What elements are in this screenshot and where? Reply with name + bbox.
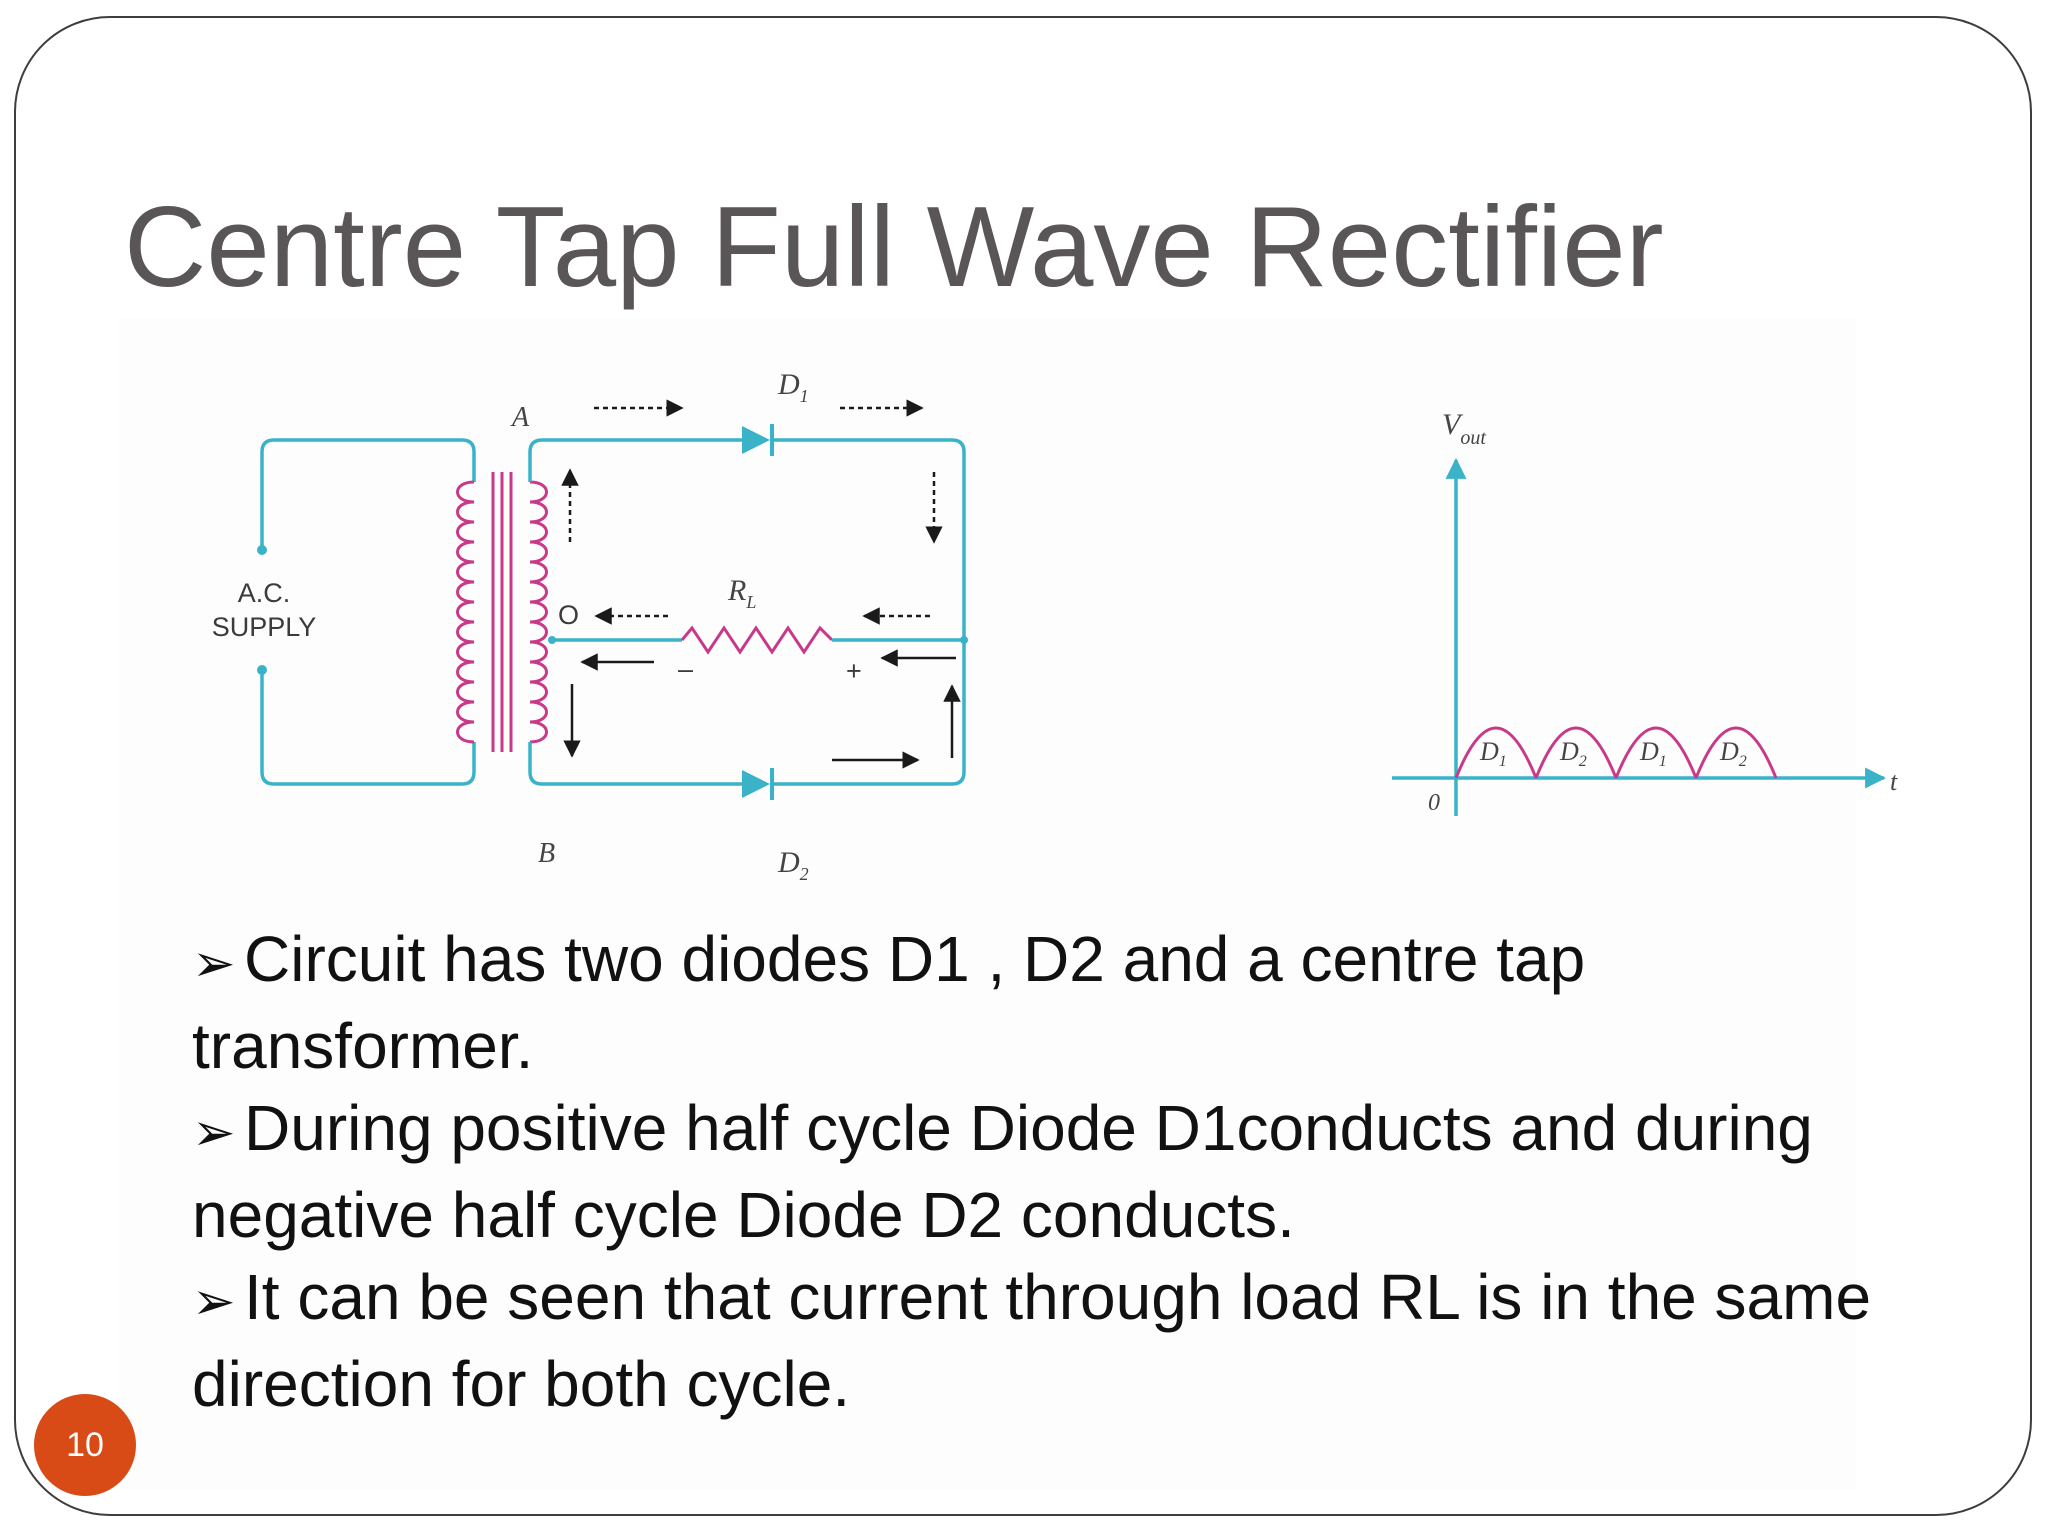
diode-d2-label: D2 (777, 846, 809, 884)
wire-b-bottom (528, 742, 742, 786)
supply-wire-bottom (260, 670, 476, 786)
pulse-label-2: D2 (1559, 737, 1587, 770)
slide-title: Centre Tap Full Wave Rectifier (124, 184, 1664, 311)
centre-tap-label: O (558, 600, 579, 630)
supply-wire-top (260, 438, 476, 550)
diode-d1 (742, 424, 802, 456)
pulse-label-1: D1 (1479, 737, 1507, 770)
bullet-text: It can be seen that current through load… (192, 1261, 1872, 1420)
rectified-pulses (1454, 726, 1778, 779)
pulse-1 (1454, 726, 1538, 779)
bullet-item: ➢During positive half cycle Diode D1cond… (192, 1087, 1872, 1256)
bullet-item: ➢Circuit has two diodes D1 , D2 and a ce… (192, 918, 1872, 1087)
load-label: RL (727, 574, 756, 612)
pulse-4 (1694, 726, 1778, 779)
pulse-label-4: D2 (1719, 737, 1747, 770)
x-axis-label: t (1890, 767, 1898, 796)
terminal-b-label: B (538, 838, 555, 869)
supply-terminal-bottom (257, 665, 267, 675)
bullet-arrow-icon: ➢ (192, 935, 236, 993)
junction-node (960, 636, 968, 644)
diode-d1-label: D1 (777, 368, 809, 406)
load-resistor (680, 625, 834, 655)
circuit-diagram: A.C. SUPPLY D1 D2 A B O RL – + (212, 368, 968, 884)
pulse-2 (1534, 726, 1618, 779)
load-minus-label: – (678, 654, 693, 684)
bullet-text: During positive half cycle Diode D1condu… (192, 1092, 1813, 1251)
primary-coil (456, 480, 475, 744)
wire-top-right (802, 438, 966, 786)
bullet-item: ➢It can be seen that current through loa… (192, 1256, 1872, 1425)
page-number-badge: 10 (34, 1394, 136, 1496)
transformer-core (491, 472, 513, 752)
terminal-a-label: A (510, 402, 530, 433)
y-axis-label: Vout (1442, 408, 1486, 449)
secondary-coil (529, 480, 548, 744)
figure-panel (118, 318, 1856, 1490)
diode-d2 (742, 768, 802, 800)
supply-label-1: A.C. (238, 578, 291, 608)
bullet-text: Circuit has two diodes D1 , D2 and a cen… (192, 923, 1586, 1082)
bullet-list: ➢Circuit has two diodes D1 , D2 and a ce… (192, 918, 1872, 1425)
output-waveform: Vout t 0 D1 D2 D1 D2 (1392, 408, 1898, 816)
wire-a-top (528, 438, 742, 482)
supply-terminal-top (257, 545, 267, 555)
pulse-3 (1614, 726, 1698, 779)
load-plus-label: + (846, 656, 862, 686)
origin-label: 0 (1428, 790, 1440, 816)
pulse-label-3: D1 (1639, 737, 1667, 770)
bullet-arrow-icon: ➢ (192, 1273, 236, 1331)
bullet-arrow-icon: ➢ (192, 1104, 236, 1162)
current-arrows (561, 399, 961, 769)
supply-label-2: SUPPLY (212, 612, 317, 642)
